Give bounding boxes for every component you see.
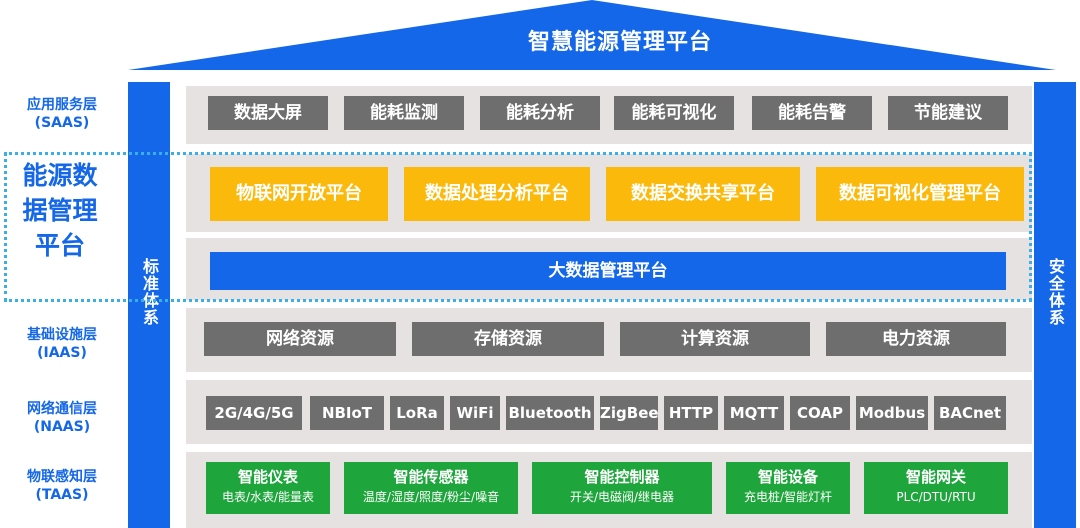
device-title: 智能控制器 [584, 468, 660, 486]
platform-item: 数据处理分析平台 [404, 167, 590, 221]
device-subtitle: 充电桩/智能灯杆 [743, 490, 833, 504]
device-title: 智能网关 [905, 468, 966, 486]
device-subtitle: PLC/DTU/RTU [896, 490, 976, 504]
energy-platform-label: 能源数据管理平台 [22, 161, 98, 260]
layer-label-naas: 网络通信层 (NAAS) [4, 400, 120, 436]
device-subtitle: 电表/水表/能量表 [221, 490, 315, 504]
iaas-item: 计算资源 [620, 322, 810, 356]
layer-label-saas: 应用服务层 (SAAS) [4, 96, 120, 132]
platform-item: 数据交换共享平台 [606, 167, 800, 221]
layer-name: 基础设施层 [27, 327, 97, 343]
device-item: 智能仪表 电表/水表/能量表 [206, 462, 330, 514]
protocol-item: NBIoT [310, 396, 384, 430]
iaas-item: 存储资源 [412, 322, 604, 356]
device-item: 智能控制器 开关/电磁阀/继电器 [532, 462, 712, 514]
saas-item: 能耗监测 [344, 96, 464, 130]
saas-item: 数据大屏 [208, 96, 328, 130]
iaas-item: 网络资源 [204, 322, 396, 356]
right-pillar: 安全体系 [1034, 82, 1076, 528]
device-item: 智能网关 PLC/DTU/RTU [864, 462, 1008, 514]
page-title: 智慧能源管理平台 [527, 30, 712, 55]
protocol-item: BACnet [934, 396, 1006, 430]
device-title: 智能仪表 [237, 468, 298, 486]
device-item: 智能设备 充电桩/智能灯杆 [726, 462, 850, 514]
protocol-item: 2G/4G/5G [206, 396, 302, 430]
platform-item: 数据可视化管理平台 [816, 167, 1024, 221]
protocol-item: LoRa [390, 396, 444, 430]
protocol-item: Modbus [856, 396, 928, 430]
layer-name: 网络通信层 [27, 401, 97, 417]
protocol-item: MQTT [724, 396, 784, 430]
saas-item: 节能建议 [888, 96, 1008, 130]
bigdata-platform: 大数据管理平台 [210, 252, 1006, 290]
energy-platform-outline [4, 152, 1032, 302]
protocol-item: WiFi [450, 396, 500, 430]
device-subtitle: 温度/湿度/照度/粉尘/噪音 [362, 490, 500, 504]
protocol-item: HTTP [664, 396, 718, 430]
platform-item: 物联网开放平台 [210, 167, 388, 221]
saas-item: 能耗告警 [752, 96, 872, 130]
saas-item: 能耗分析 [480, 96, 600, 130]
protocol-item: COAP [790, 396, 850, 430]
device-title: 智能设备 [757, 468, 818, 486]
layer-name: 应用服务层 [27, 97, 97, 113]
layer-code: (NAAS) [33, 419, 91, 435]
layer-label-taas: 物联感知层 (TAAS) [4, 468, 120, 504]
device-item: 智能传感器 温度/湿度/照度/粉尘/噪音 [344, 462, 518, 514]
layer-code: (SAAS) [34, 115, 90, 131]
layer-label-iaas: 基础设施层 (IAAS) [4, 326, 120, 362]
saas-item: 能耗可视化 [614, 96, 734, 130]
device-subtitle: 开关/电磁阀/继电器 [569, 490, 675, 504]
layer-name: 物联感知层 [27, 469, 97, 485]
iaas-item: 电力资源 [826, 322, 1006, 356]
left-pillar-label: 标准体系 [140, 258, 159, 326]
layer-code: (TAAS) [35, 487, 89, 503]
device-title: 智能传感器 [393, 468, 469, 486]
protocol-item: ZigBee [600, 396, 658, 430]
layer-code: (IAAS) [37, 345, 87, 361]
protocol-item: Bluetooth [506, 396, 594, 430]
left-pillar: 标准体系 [128, 82, 170, 528]
right-pillar-label: 安全体系 [1046, 258, 1065, 326]
